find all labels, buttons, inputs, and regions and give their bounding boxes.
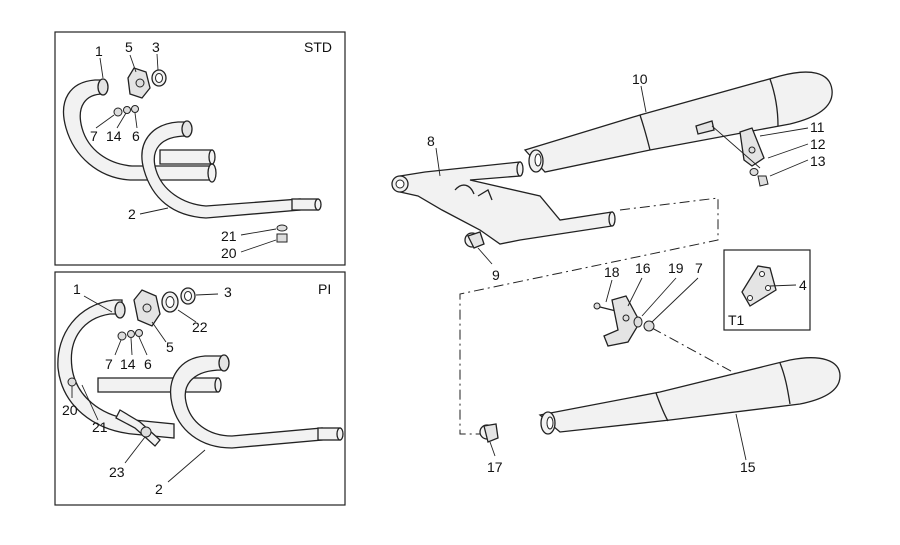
callout-19: 19 (668, 260, 684, 276)
std-callout-2: 2 (128, 206, 136, 222)
pi-callout-20: 20 (62, 402, 78, 418)
callout-18: 18 (604, 264, 620, 280)
bracket-11 (739, 127, 765, 167)
t1-label: T1 (728, 312, 745, 328)
silencer-upper (523, 71, 833, 173)
callout-9: 9 (492, 267, 500, 283)
pi-header-pipe-1 (57, 299, 222, 439)
std-header-pipe-2 (141, 120, 322, 219)
pi-gasket-22 (161, 291, 179, 313)
main-assembly: T1 10 8 (391, 71, 841, 475)
washer-12 (749, 168, 759, 176)
std-label: STD (304, 39, 332, 55)
callout-15: 15 (740, 459, 756, 475)
std-nut-7 (113, 107, 123, 117)
silencer-lower (538, 357, 841, 435)
pi-callout-5: 5 (166, 339, 174, 355)
std-flange (127, 67, 151, 99)
std-callout-21: 21 (221, 228, 237, 244)
clamp-9 (464, 231, 485, 249)
pi-ring-3 (180, 287, 196, 305)
std-gasket (151, 69, 167, 87)
std-bolt-20 (276, 233, 288, 243)
pi-label: PI (318, 281, 331, 297)
clamp-17 (479, 423, 499, 443)
pi-callout-14: 14 (120, 356, 136, 372)
bracket-assembly (593, 295, 655, 347)
callout-10: 10 (632, 71, 648, 87)
callout-13: 13 (810, 153, 826, 169)
callout-8: 8 (427, 133, 435, 149)
pi-callout-3: 3 (224, 284, 232, 300)
t1-box: T1 (723, 249, 811, 331)
alignment-line-left (459, 197, 719, 435)
pi-callout-21: 21 (92, 419, 108, 435)
std-washer-14 (123, 106, 131, 114)
pi-callout-6: 6 (144, 356, 152, 372)
pi-stud-6 (135, 329, 143, 337)
std-callout-7: 7 (90, 128, 98, 144)
std-header-pipe-1 (62, 78, 217, 183)
std-frame (54, 31, 346, 266)
pi-callout-2: 2 (155, 481, 163, 497)
alignment-line-right (651, 327, 741, 377)
std-stud-6 (131, 105, 139, 113)
pi-callout-22: 22 (192, 319, 208, 335)
std-callout-14: 14 (106, 128, 122, 144)
std-callout-5: 5 (125, 39, 133, 55)
callout-16: 16 (635, 260, 651, 276)
pi-callout-1: 1 (73, 281, 81, 297)
callout-11: 11 (810, 119, 825, 135)
pi-nut-7 (117, 331, 127, 341)
pi-header-pipe-2 (170, 354, 344, 449)
callout-12: 12 (810, 136, 826, 152)
pi-flange (133, 289, 161, 327)
t1-frame (723, 249, 811, 331)
std-callout-6: 6 (132, 128, 140, 144)
pi-callout-23: 23 (109, 464, 125, 480)
pi-frame (54, 271, 346, 506)
pi-washer-14 (127, 330, 135, 338)
callout-7: 7 (695, 260, 703, 276)
pi-bolt-20 (67, 377, 77, 387)
std-box: STD (54, 31, 346, 266)
std-callout-3: 3 (152, 39, 160, 55)
crossover-pipe (391, 161, 616, 245)
callout-4: 4 (799, 277, 807, 293)
pi-callout-7: 7 (105, 356, 113, 372)
std-callout-1: 1 (95, 43, 103, 59)
nut-13 (757, 175, 769, 187)
std-washer-21 (276, 224, 288, 232)
pi-clamp-23 (115, 409, 161, 447)
callout-17: 17 (487, 459, 503, 475)
pi-box: PI (54, 271, 346, 506)
std-callout-20: 20 (221, 245, 237, 261)
